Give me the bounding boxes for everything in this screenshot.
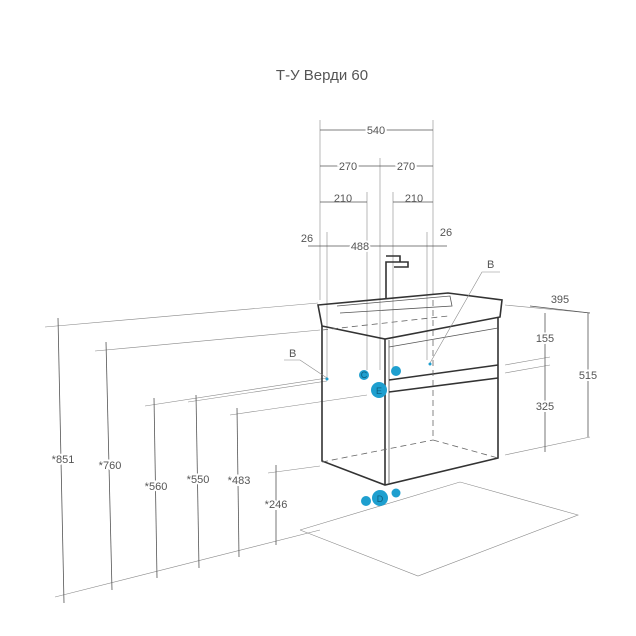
height-dimensions: *851 *760 *560 *550 *483 *246 [50, 317, 289, 604]
dim-325: 325 [536, 401, 554, 413]
top-dimensions: 540 270 270 210 210 26 488 26 [301, 123, 452, 255]
dim-26-left: 26 [301, 233, 313, 245]
marker-c [359, 370, 369, 380]
svg-text:B: B [487, 259, 494, 271]
marker-c [391, 488, 401, 498]
dim-395: 395 [551, 294, 569, 306]
vanity-unit [317, 255, 503, 486]
svg-text:D: D [377, 494, 384, 504]
marker-c [391, 366, 401, 376]
dim-210-right: 210 [405, 193, 423, 205]
dim-246: *246 [265, 499, 288, 511]
svg-text:E: E [376, 386, 382, 396]
dim-540: 540 [367, 125, 385, 137]
dim-515: 515 [579, 370, 597, 382]
callout-b-right: B [428, 259, 500, 366]
callout-b-left: B [284, 348, 329, 381]
dim-210-left: 210 [334, 193, 352, 205]
marker-e [371, 382, 387, 398]
right-dimensions: 395 515 155 325 [529, 294, 599, 452]
svg-text:C: C [361, 370, 368, 380]
cabinet [321, 317, 499, 486]
mount-markers: C E D [359, 366, 401, 506]
svg-text:B: B [289, 348, 296, 360]
dim-760: *760 [99, 460, 122, 472]
dim-26-right: 26 [440, 227, 452, 239]
marker-c [361, 496, 371, 506]
drawing-title: Т-У Верди 60 [276, 67, 368, 84]
dim-560: *560 [145, 481, 168, 493]
dim-270-right: 270 [397, 161, 415, 173]
marker-d [372, 490, 388, 506]
dim-155: 155 [536, 333, 554, 345]
dim-270-left: 270 [339, 161, 357, 173]
reference-lines [44, 302, 591, 598]
dim-488: 488 [351, 241, 369, 253]
faucet [385, 255, 409, 298]
dim-483: *483 [228, 475, 251, 487]
extension-lines [319, 120, 434, 378]
dim-851: *851 [52, 454, 75, 466]
dim-550: *550 [187, 474, 210, 486]
